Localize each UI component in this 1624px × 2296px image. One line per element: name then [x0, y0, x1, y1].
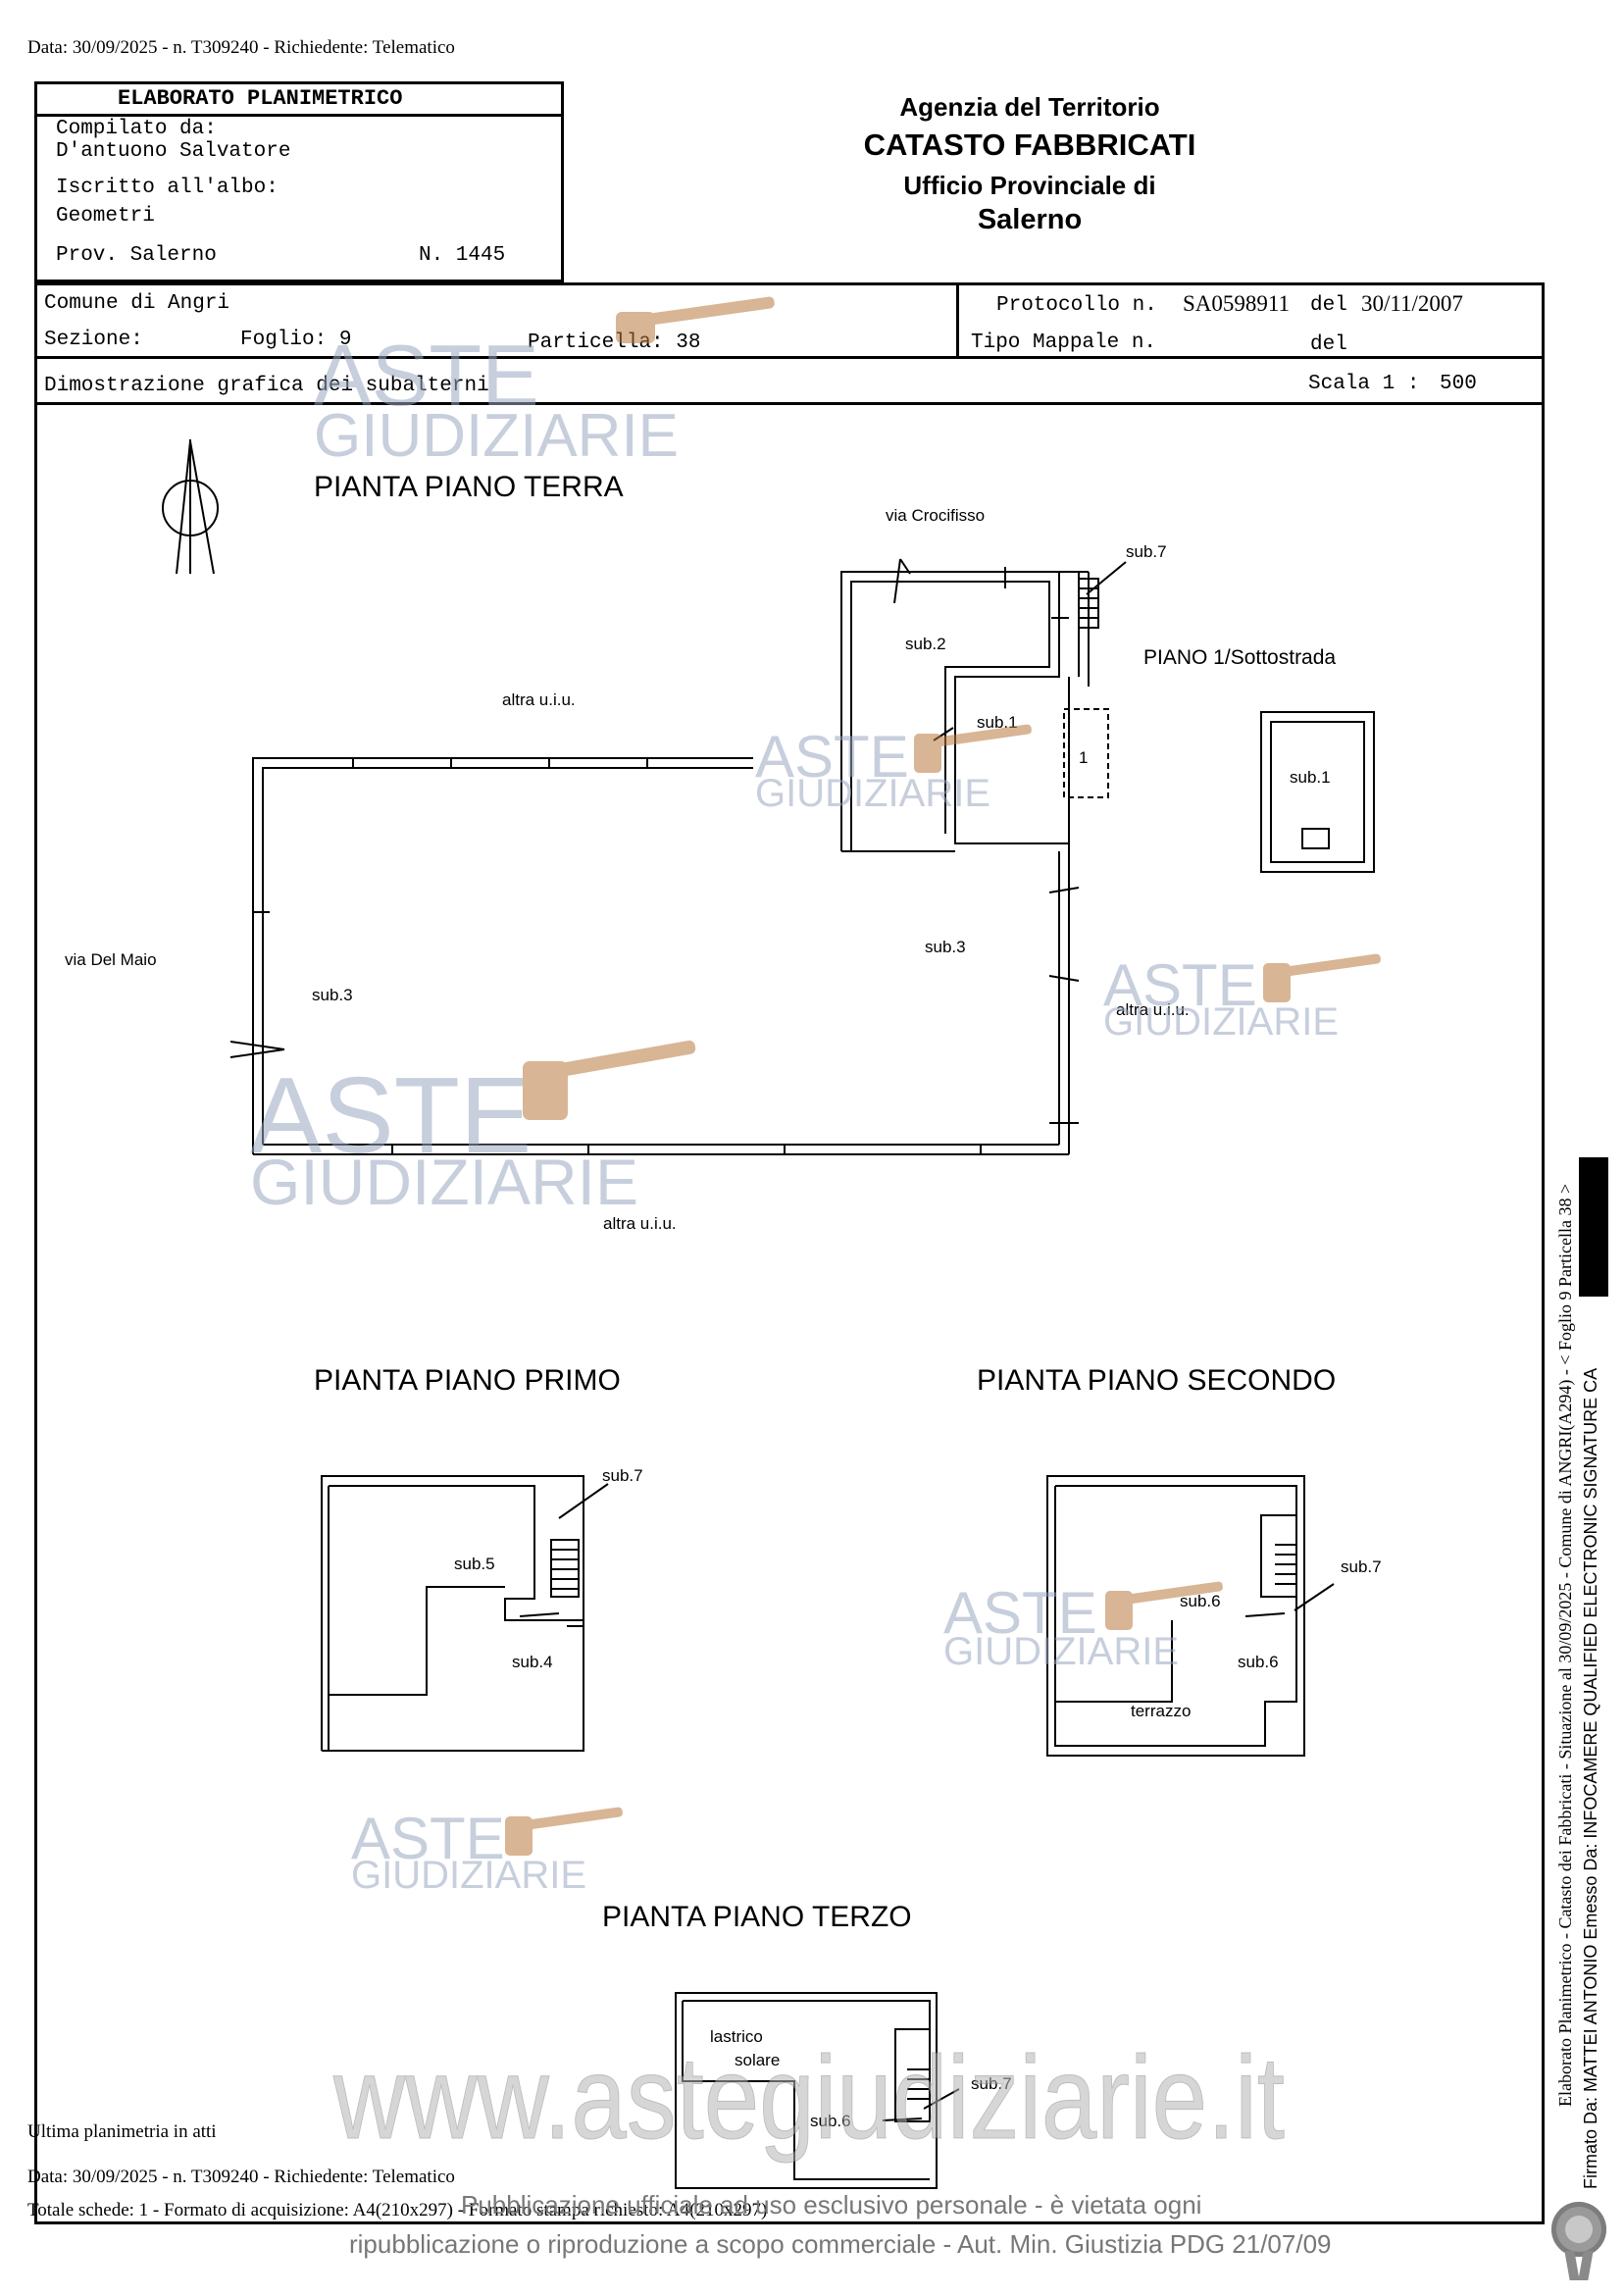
second-floor-plan [1046, 1475, 1335, 1757]
scala-label: Scala 1 : [1308, 373, 1420, 395]
scala-value: 500 [1440, 373, 1477, 395]
third-floor-plan [675, 1992, 960, 2189]
watermark-giudiziarie: GIUDIZIARIE [314, 402, 679, 470]
seal-icon [1551, 2202, 1606, 2280]
watermark-url: www.astegiudiziarie.it [332, 2032, 1285, 2164]
gavel-icon [914, 724, 1032, 773]
watermark-giudiziarie: GIUDIZIARIE [351, 1854, 586, 1897]
terzo-title: PIANTA PIANO TERZO [602, 1901, 912, 1933]
sub7-label: sub.7 [1341, 1557, 1382, 1576]
gavel-icon [616, 296, 775, 343]
sub2-label: sub.2 [905, 635, 946, 653]
sub5-label: sub.5 [454, 1555, 495, 1573]
sub1-sottostrada-label: sub.1 [1290, 768, 1331, 787]
altra-uiu-label: altra u.i.u. [1116, 1000, 1190, 1019]
gavel-icon [1263, 953, 1381, 1002]
gavel-icon [505, 1807, 623, 1856]
particella: Particella: 38 [528, 332, 701, 354]
tipo-mappale: Tipo Mappale n. [971, 332, 1157, 354]
primo-title: PIANTA PIANO PRIMO [314, 1364, 621, 1397]
side-elaborato-text: Elaborato Planimetrico - Catasto dei Fab… [1555, 1183, 1575, 2107]
ultima-planimetria: Ultima planimetria in atti [27, 2121, 217, 2142]
watermark-aste: ASTE [943, 1580, 1097, 1646]
terrazzo-label: terrazzo [1131, 1702, 1191, 1720]
sub6-label: sub.6 [1238, 1653, 1279, 1671]
via-crocifisso: via Crocifisso [886, 506, 985, 525]
watermark-aste: ASTE [755, 724, 909, 790]
watermark-giudiziarie: GIUDIZIARIE [755, 772, 990, 815]
secondo-title: PIANTA PIANO SECONDO [977, 1364, 1336, 1397]
sub7-label: sub.7 [971, 2074, 1012, 2093]
elaborato-title: ELABORATO PLANIMETRICO [118, 86, 403, 111]
watermark-giudiziarie: GIUDIZIARIE [250, 1146, 638, 1218]
del-label: del [1310, 294, 1347, 317]
altra-uiu-label: altra u.i.u. [603, 1214, 677, 1233]
compilato-name: D'antuono Salvatore [56, 140, 291, 163]
divider [956, 282, 959, 358]
first-floor-plan [321, 1475, 609, 1752]
agency-line2: CATASTO FABBRICATI [863, 128, 1196, 162]
agency-line4: Salerno [977, 204, 1083, 235]
watermark-aste: ASTE [314, 327, 539, 424]
iscritto-label: Iscritto all'albo: [56, 177, 279, 199]
watermark-group: ASTE GIUDIZIARIE ASTE GIUDIZIARIE ASTE G… [250, 296, 1381, 2165]
agency-line3: Ufficio Provinciale di [903, 171, 1156, 200]
gavel-icon [523, 1040, 696, 1120]
prov-label: Prov. Salerno [56, 244, 217, 267]
terra-title: PIANTA PIANO TERRA [314, 471, 624, 503]
side-firmato-text: Firmato Da: MATTEI ANTONIO Emesso Da: IN… [1581, 1367, 1600, 2189]
altra-uiu-label: altra u.i.u. [502, 690, 576, 709]
numero: N. 1445 [419, 244, 506, 267]
watermark-giudiziarie: GIUDIZIARIE [1103, 1000, 1339, 1044]
divider [34, 356, 1545, 359]
del-label2: del [1310, 333, 1347, 356]
sub1-label: sub.1 [977, 713, 1018, 732]
sub7-label: sub.7 [602, 1466, 643, 1485]
protocollo-date: 30/11/2007 [1361, 291, 1463, 316]
via-del-maio: via Del Maio [65, 950, 157, 969]
protocollo-label: Protocollo n. [996, 294, 1157, 317]
sub7-label: sub.7 [1126, 542, 1167, 561]
watermark-giudiziarie: GIUDIZIARIE [943, 1630, 1179, 1673]
foglio: Foglio: 9 [240, 329, 352, 351]
north-arrow-icon [162, 439, 219, 575]
pubblicazione-line: Pubblicazione ufficiale ad uso esclusivo… [461, 2190, 1202, 2219]
comune: Comune di Angri [44, 292, 230, 315]
footer-data: Data: 30/09/2025 - n. T309240 - Richiede… [27, 2167, 455, 2187]
sottostrada-label: PIANO 1/Sottostrada [1143, 646, 1336, 669]
document-header: Data: 30/09/2025 - n. T309240 - Richiede… [27, 37, 455, 58]
sub6-label: sub.6 [810, 2112, 851, 2130]
one-label: 1 [1079, 748, 1088, 767]
divider [34, 402, 1545, 405]
iscritto-value: Geometri [56, 205, 155, 228]
ground-floor-plan [229, 558, 1375, 1155]
elaborato-box [34, 81, 564, 282]
main-frame [34, 282, 1545, 2224]
watermark-aste: ASTE [351, 1806, 505, 1871]
footer-totale: Totale schede: 1 - Formato di acquisizio… [27, 2200, 768, 2220]
agency-line1: Agenzia del Territorio [899, 92, 1160, 122]
dimostrazione: Dimostrazione grafica dei subalterni [44, 375, 489, 397]
sezione: Sezione: [44, 329, 143, 351]
divider [34, 114, 564, 117]
solare-label: solare [735, 2051, 780, 2069]
black-bar [1579, 1157, 1608, 1297]
sub3-label: sub.3 [312, 986, 353, 1004]
sub6-label: sub.6 [1180, 1592, 1221, 1610]
gavel-icon [1105, 1581, 1223, 1630]
watermark-aste: ASTE [1103, 952, 1257, 1018]
lastrico-label: lastrico [710, 2027, 763, 2046]
sub3-label: sub.3 [925, 938, 966, 956]
watermark-aste: ASTE [250, 1055, 532, 1176]
ripubblicazione-line: ripubblicazione o riproduzione a scopo c… [349, 2229, 1332, 2259]
sub4-label: sub.4 [512, 1653, 553, 1671]
compilato-label: Compilato da: [56, 118, 217, 140]
protocollo-value: SA0598911 [1183, 291, 1291, 316]
